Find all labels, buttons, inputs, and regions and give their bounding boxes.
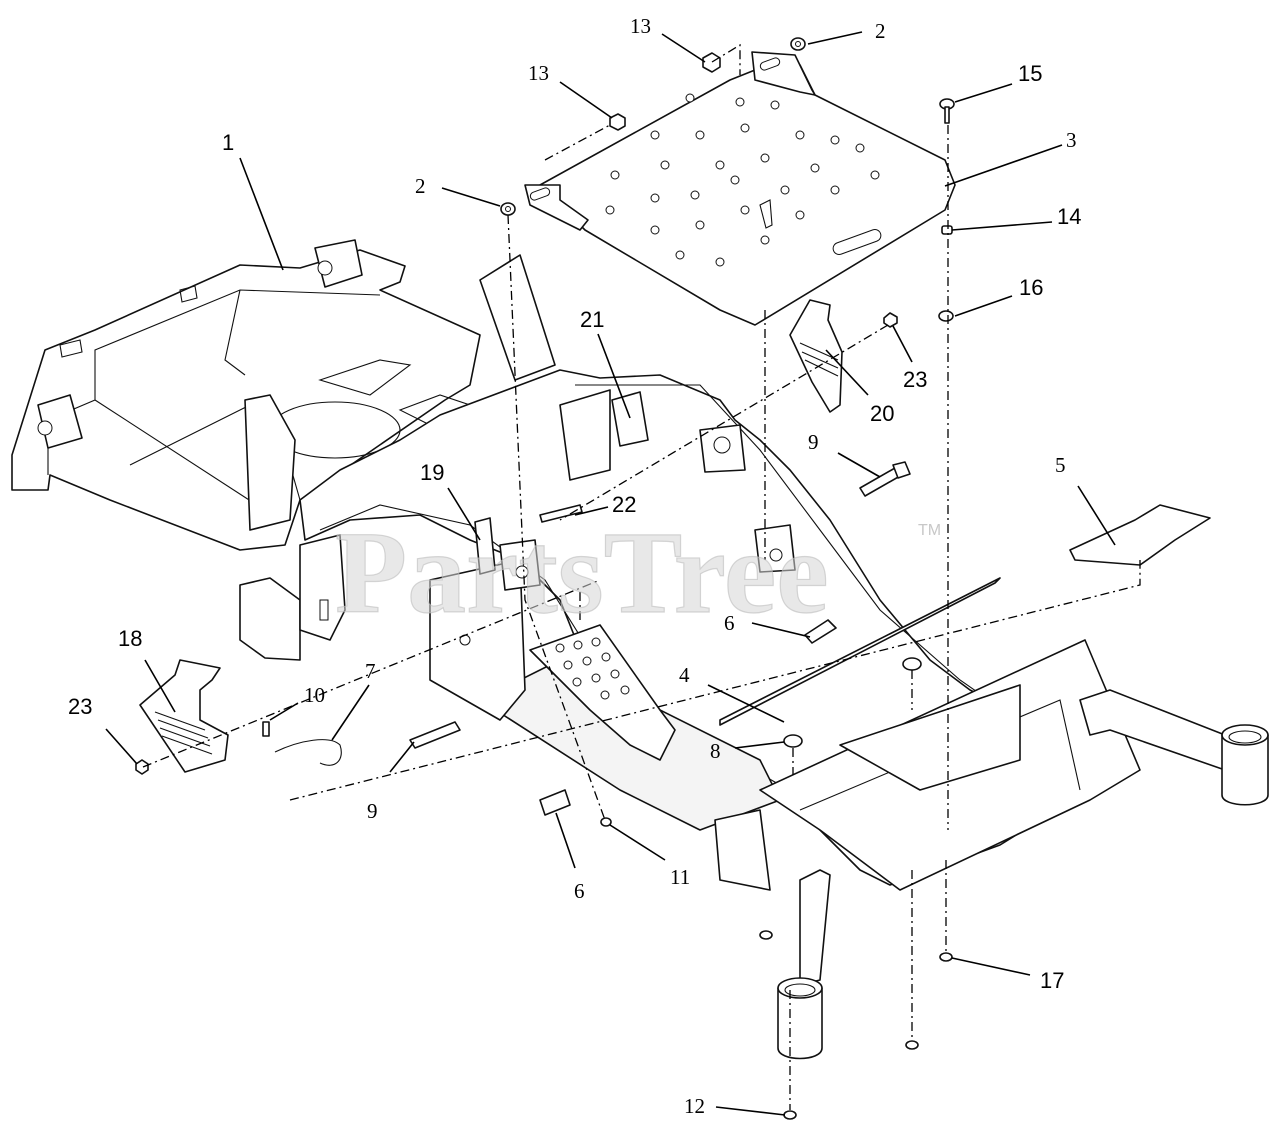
- callout-1: 1: [222, 130, 234, 155]
- callout-21: 21: [580, 307, 604, 332]
- watermark: PartsTree TM: [334, 506, 941, 638]
- svg-text:PartsTree: PartsTree: [335, 507, 829, 638]
- callout-6-bottom: 6: [574, 879, 585, 903]
- callout-14: 14: [1057, 204, 1081, 229]
- callout-6-top: 6: [724, 611, 735, 635]
- callout-9-top: 9: [808, 430, 819, 454]
- front-caster-part: [777, 869, 831, 1060]
- foot-plate-part: [529, 624, 676, 761]
- callout-13-top: 13: [630, 14, 651, 38]
- main-frame-part: [239, 254, 1141, 891]
- side-guard-right-part: [789, 299, 843, 413]
- floor-panel-part: [719, 504, 1211, 726]
- callout-labels: 1 2 2 3 4 5 6 6 7 8 9 9 10 11 12 13 13 1…: [68, 14, 1081, 1118]
- parts-drawing: [11, 37, 1269, 1120]
- callout-10: 10: [304, 683, 325, 707]
- callout-11: 11: [670, 865, 690, 889]
- callout-18: 18: [118, 626, 142, 651]
- callout-16: 16: [1019, 275, 1043, 300]
- callout-9-bottom: 9: [367, 799, 378, 823]
- callout-13-left: 13: [528, 61, 549, 85]
- callout-8: 8: [710, 739, 721, 763]
- callout-17: 17: [1040, 968, 1064, 993]
- side-guard-left-part: [139, 659, 229, 773]
- callout-2-top: 2: [875, 19, 886, 43]
- callout-20: 20: [870, 401, 894, 426]
- callout-2-left: 2: [415, 174, 426, 198]
- callout-22: 22: [612, 492, 636, 517]
- hardware-parts: [135, 37, 955, 1120]
- callout-15: 15: [1018, 61, 1042, 86]
- front-axle-part: [1079, 689, 1269, 806]
- svg-text:TM: TM: [918, 522, 941, 539]
- callout-7: 7: [365, 659, 376, 683]
- callout-5: 5: [1055, 453, 1066, 477]
- callout-19: 19: [420, 460, 444, 485]
- callout-23-left: 23: [68, 694, 92, 719]
- callout-23-right: 23: [903, 367, 927, 392]
- leader-lines: [105, 31, 1116, 1116]
- callout-12: 12: [684, 1094, 705, 1118]
- callout-4: 4: [679, 663, 690, 687]
- callout-3: 3: [1066, 128, 1077, 152]
- seat-plate-part: [524, 51, 956, 326]
